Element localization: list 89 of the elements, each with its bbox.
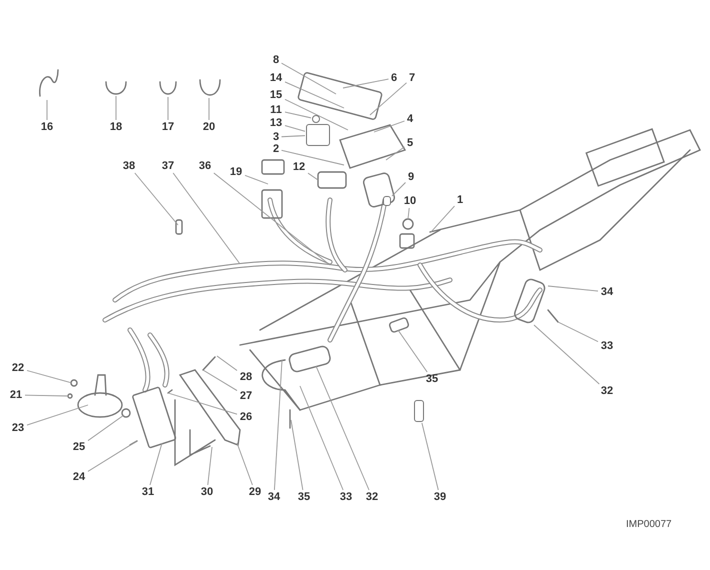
callout-number: 8 [272,54,280,66]
leader-line [316,366,370,490]
leader-line [274,360,282,490]
leader-line [281,135,306,138]
leader-line [168,392,238,415]
callout-number: 17 [162,121,174,133]
leader-line [26,404,88,426]
callout-number: 10 [404,195,416,207]
leader-line [88,440,138,472]
callout-number: 11 [270,104,282,116]
leader-line [386,146,405,160]
callout-number: 6 [390,72,398,84]
callout-number: 31 [142,486,154,498]
leader-line [300,386,344,490]
callout-number: 12 [292,161,306,173]
leader-line [134,172,178,226]
leader-line [208,98,210,120]
leader-line [244,174,268,184]
callout-number: 34 [268,491,280,503]
leader-line [430,206,455,232]
callout-number: 39 [434,491,446,503]
leader-line [26,370,72,384]
part-drawing [306,124,330,146]
leader-line [308,172,318,180]
callout-number: 1 [456,194,464,206]
leader-line [548,286,598,292]
leader-line [374,120,405,132]
leader-line [213,172,330,266]
callout-number: 14 [270,72,282,84]
callout-number: 16 [40,121,54,133]
leader-line [281,62,336,94]
callout-number: 36 [198,160,212,172]
callout-number: 20 [202,121,216,133]
callout-number: 38 [122,160,136,172]
callout-number: 3 [272,131,280,143]
leader-line [284,125,306,132]
callout-number: 21 [10,389,22,401]
callout-number: 33 [600,340,614,352]
callout-number: 7 [408,72,416,84]
callout-number: 33 [340,491,352,503]
leader-line [202,370,238,391]
leader-line [370,82,407,116]
leader-line [24,394,68,396]
part-drawing [414,400,424,422]
callout-number: 15 [270,89,282,101]
drawing-code: IMP00077 [626,519,672,530]
callout-number: 26 [240,411,252,423]
callout-number: 28 [240,371,252,383]
callout-number: 24 [72,471,86,483]
leader-line [408,208,410,220]
callout-number: 27 [240,390,252,402]
leader-line [46,100,48,120]
callout-number: 2 [272,143,280,155]
leader-line [88,414,124,442]
callout-number: 23 [12,422,24,434]
part-drawing [312,115,320,123]
leader-line [284,98,348,130]
callout-number: 9 [408,171,414,183]
callout-number: 35 [426,373,438,385]
callout-number: 37 [162,160,174,172]
leader-line [281,150,344,166]
callout-number: 32 [600,385,614,397]
leader-line [290,420,304,490]
callout-number: 34 [600,286,614,298]
leader-line [284,82,344,108]
callout-number: 29 [248,486,262,498]
callout-number: 22 [12,362,24,374]
callout-number: 5 [406,137,414,149]
leader-line [236,442,253,486]
part-drawing [383,196,391,206]
leader-line [398,330,428,372]
leader-line [284,112,312,118]
leader-line [558,322,598,342]
callout-number: 30 [200,486,214,498]
leader-line [172,172,240,264]
leader-line [150,442,162,486]
callout-number: 25 [72,441,86,453]
leader-line [534,324,600,384]
leader-line [421,422,439,490]
callout-number: 35 [298,491,310,503]
callout-number: 18 [110,121,122,133]
callout-number: 4 [406,113,414,125]
leader-line [342,78,389,88]
callout-number: 13 [270,117,282,129]
leader-line [207,446,212,486]
leader-line [216,356,238,371]
callout-number: 19 [230,166,242,178]
leader-line [392,182,406,196]
callout-number: 32 [366,491,378,503]
